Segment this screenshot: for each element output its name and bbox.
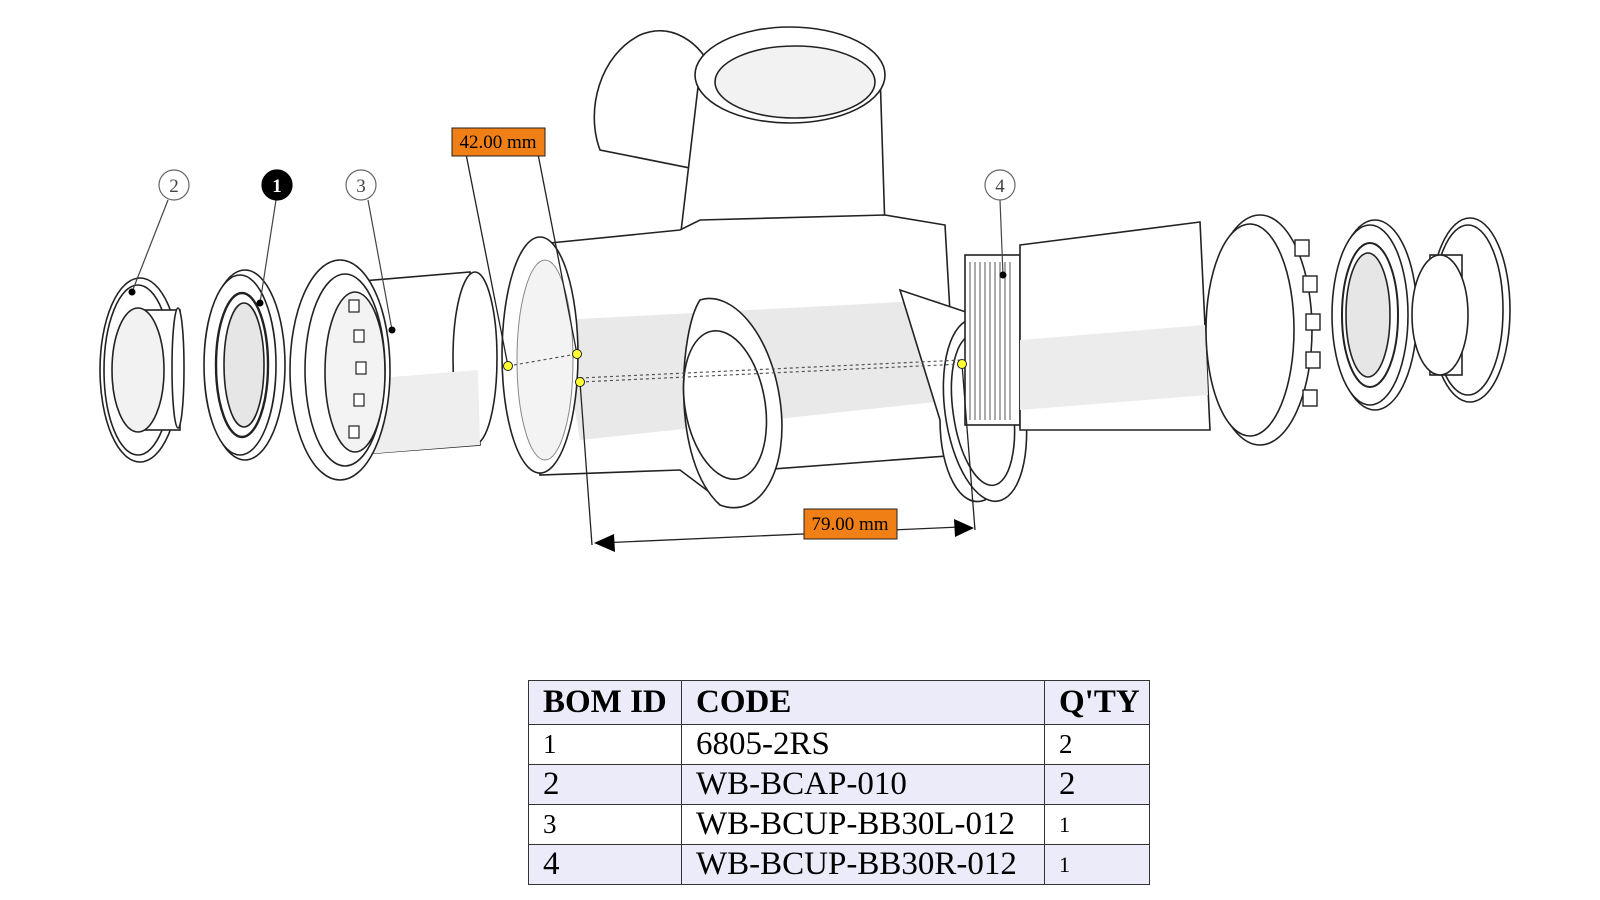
exploded-assembly-drawing: 42.00 mm 79.00 mm 2 1 3 4 <box>99 26 1511 552</box>
bom-cell-code: 6805-2RS <box>681 724 1045 765</box>
table-row: 1 6805-2RS 2 <box>528 724 1150 765</box>
callout-balloon-1: 1 <box>261 169 293 201</box>
svg-text:3: 3 <box>356 176 366 197</box>
dimension-label-width: 79.00 mm <box>803 508 898 540</box>
dimension-label-diameter: 42.00 mm <box>451 127 546 157</box>
left-dust-cap <box>99 277 185 463</box>
bom-cell-qty: 1 <box>1044 844 1150 885</box>
bom-cell-id: 2 <box>528 764 682 805</box>
left-cup-assembly <box>289 259 498 481</box>
bom-header-row: BOM ID CODE Q'TY <box>528 680 1150 725</box>
bom-cell-qty: 1 <box>1044 804 1150 845</box>
svg-text:79.00 mm: 79.00 mm <box>811 514 888 535</box>
bom-cell-code: WB-BCUP-BB30R-012 <box>681 844 1045 885</box>
bom-cell-id: 4 <box>528 844 682 885</box>
bom-header-code: CODE <box>681 680 1045 725</box>
svg-text:42.00 mm: 42.00 mm <box>459 132 536 153</box>
bom-cell-id: 3 <box>528 804 682 845</box>
callout-leaders <box>131 199 1004 331</box>
bom-cell-id: 1 <box>528 724 682 765</box>
callout-balloon-3: 3 <box>345 169 377 201</box>
bom-header-qty: Q'TY <box>1044 680 1150 725</box>
table-row: 2 WB-BCAP-010 2 <box>528 764 1150 805</box>
bom-cell-code: WB-BCAP-010 <box>681 764 1045 805</box>
svg-text:1: 1 <box>272 176 282 197</box>
right-cup-thread <box>964 254 1021 426</box>
svg-text:2: 2 <box>169 176 179 197</box>
right-dust-cap <box>1411 217 1511 403</box>
table-row: 3 WB-BCUP-BB30L-012 1 <box>528 804 1150 845</box>
right-cup-notches <box>1294 239 1321 407</box>
callout-leader-dots <box>128 271 1007 334</box>
bom-table: BOM ID CODE Q'TY 1 6805-2RS 2 2 WB-BCAP-… <box>528 680 1150 885</box>
svg-text:4: 4 <box>995 176 1005 197</box>
bom-header-id: BOM ID <box>528 680 682 725</box>
left-bearing <box>203 269 286 461</box>
dimension-arrowheads <box>594 519 974 552</box>
callout-balloon-2: 2 <box>158 169 190 201</box>
left-cup-notches <box>348 299 367 439</box>
bom-cell-code: WB-BCUP-BB30L-012 <box>681 804 1045 845</box>
right-cup-assembly <box>1019 214 1321 446</box>
frame-bb-shell <box>501 26 1028 509</box>
table-row: 4 WB-BCUP-BB30R-012 1 <box>528 844 1150 885</box>
bom-cell-qty: 2 <box>1044 724 1150 765</box>
callout-balloon-4: 4 <box>984 169 1016 201</box>
dimension-leader-lines <box>465 139 976 546</box>
measurement-points <box>503 349 967 387</box>
right-bearing <box>1331 219 1418 411</box>
bom-cell-qty: 2 <box>1044 764 1150 805</box>
measurement-guides <box>507 353 963 383</box>
